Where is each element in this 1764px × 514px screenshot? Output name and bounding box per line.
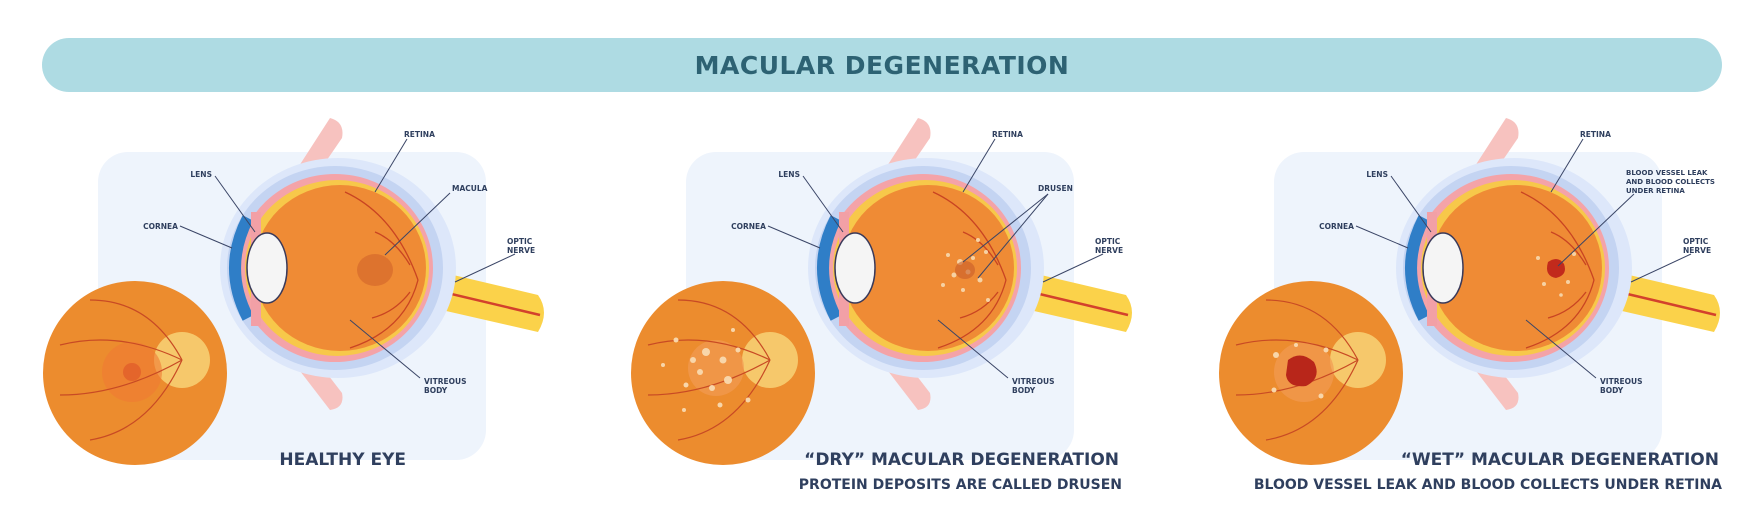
label-blood-collects: AND BLOOD COLLECTS — [1626, 178, 1715, 186]
fundus-drusen — [661, 328, 751, 412]
retinal-vessels — [1520, 191, 1595, 349]
panel-healthy-eye: LENS CORNEA RETINA MACULA OPTIC NERVE VI… — [0, 0, 588, 514]
leader-lines — [179, 138, 516, 379]
fundus-hemorrhage — [1286, 355, 1317, 387]
page-title: MACULAR DEGENERATION — [694, 50, 1070, 80]
label-retina: RETINA — [404, 130, 435, 139]
label-lens: LENS — [190, 170, 212, 179]
label-body: BODY — [1012, 386, 1036, 395]
vitreous-body — [254, 185, 426, 351]
label-body: BODY — [1600, 386, 1624, 395]
healthy-eye-illustration: LENS CORNEA RETINA MACULA OPTIC NERVE VI… — [43, 118, 544, 465]
panel-title: “WET” MACULAR DEGENERATION — [1400, 450, 1719, 470]
label-nerve: NERVE — [1683, 246, 1711, 255]
panel-subtitle: PROTEIN DEPOSITS ARE CALLED DRUSEN — [798, 477, 1122, 493]
label-cornea: CORNEA — [731, 222, 766, 231]
label-vitreous: VITREOUS — [1012, 377, 1054, 386]
label-vitreous: VITREOUS — [424, 377, 466, 386]
fovea-area — [688, 340, 744, 396]
fundus-vessels — [1235, 299, 1359, 441]
fundus-vessels — [59, 299, 183, 441]
vitreous-body — [842, 185, 1014, 351]
label-nerve: NERVE — [507, 246, 535, 255]
label-lens: LENS — [778, 170, 800, 179]
retinal-vessels — [932, 191, 1007, 349]
label-optic: OPTIC — [1095, 237, 1121, 246]
label-body: BODY — [424, 386, 448, 395]
label-retina: RETINA — [992, 130, 1023, 139]
label-under-retina: UNDER RETINA — [1626, 187, 1685, 195]
lens — [1422, 232, 1464, 304]
macula — [955, 261, 975, 279]
fundus-drusen — [1271, 343, 1329, 399]
label-optic: OPTIC — [1683, 237, 1709, 246]
leader-lines — [1355, 138, 1692, 379]
label-cornea: CORNEA — [143, 222, 178, 231]
title-banner: MACULAR DEGENERATION — [42, 38, 1722, 92]
panel-subtitle: BLOOD VESSEL LEAK AND BLOOD COLLECTS UND… — [1253, 477, 1722, 493]
drusen-deposits — [1536, 252, 1576, 297]
lens — [246, 232, 288, 304]
cornea — [229, 215, 254, 321]
dry-amd-illustration: LENS CORNEA RETINA DRUSEN OPTIC NERVE VI… — [631, 118, 1132, 465]
cornea — [1405, 215, 1430, 321]
panel-dry-amd: LENS CORNEA RETINA DRUSEN OPTIC NERVE VI… — [588, 0, 1176, 514]
panel-title: “DRY” MACULAR DEGENERATION — [804, 450, 1119, 470]
retinal-vessels — [344, 191, 419, 349]
macula — [357, 254, 393, 286]
label-drusen: DRUSEN — [1038, 184, 1073, 193]
label-macula: MACULA — [452, 184, 488, 193]
label-retina: RETINA — [1580, 130, 1611, 139]
fovea — [123, 363, 141, 381]
label-vitreous: VITREOUS — [1600, 377, 1642, 386]
label-lens: LENS — [1366, 170, 1388, 179]
vitreous-body — [1430, 185, 1602, 351]
fundus-vessels — [647, 299, 771, 441]
panel-title: HEALTHY EYE — [279, 450, 406, 470]
label-optic: OPTIC — [507, 237, 533, 246]
panel-wet-amd: LENS CORNEA RETINA BLOOD VESSEL LEAK AND… — [1176, 0, 1764, 514]
cornea — [817, 215, 842, 321]
label-nerve: NERVE — [1095, 246, 1123, 255]
wet-amd-illustration: LENS CORNEA RETINA BLOOD VESSEL LEAK AND… — [1219, 118, 1720, 465]
lens — [834, 232, 876, 304]
leader-lines — [767, 138, 1104, 379]
label-blood-vessel-leak: BLOOD VESSEL LEAK — [1626, 169, 1708, 177]
label-cornea: CORNEA — [1319, 222, 1354, 231]
